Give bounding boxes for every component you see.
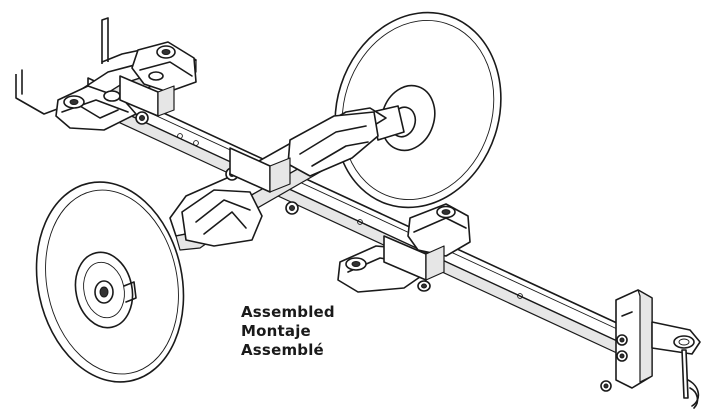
hitch-assembly <box>600 289 701 409</box>
caption-spanish: Montaje <box>241 322 311 340</box>
front-left-bracket <box>55 85 137 131</box>
front-right-bracket <box>131 41 197 93</box>
caption-english: Assembled <box>241 303 335 321</box>
front-beam-clamp <box>119 75 175 125</box>
rear-right-wheel <box>334 11 502 209</box>
middle-beam-clamp <box>229 147 291 193</box>
front-left-wheel <box>35 181 185 383</box>
caption-french: Assemblé <box>241 341 324 359</box>
rear-beam-clamp <box>383 235 445 281</box>
assembly-caption: Assembled Montaje Assemblé <box>241 303 335 360</box>
